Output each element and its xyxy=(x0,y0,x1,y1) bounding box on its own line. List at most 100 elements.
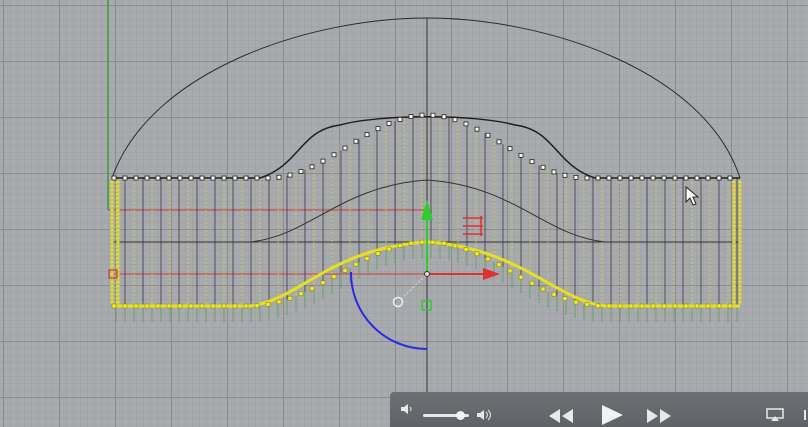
control-point[interactable] xyxy=(221,175,227,181)
edge-point[interactable] xyxy=(738,216,742,220)
edge-point[interactable] xyxy=(732,184,736,188)
control-point[interactable] xyxy=(441,241,447,246)
control-point[interactable] xyxy=(529,159,535,165)
gumball-plane-handle[interactable] xyxy=(463,216,483,236)
top-control-points[interactable] xyxy=(111,112,733,181)
edge-point[interactable] xyxy=(110,300,114,304)
edge-point[interactable] xyxy=(110,240,114,244)
edge-point[interactable] xyxy=(732,244,736,248)
edge-point[interactable] xyxy=(110,252,114,256)
edge-point[interactable] xyxy=(116,296,120,300)
control-point[interactable] xyxy=(573,299,579,305)
volume-slider-knob[interactable] xyxy=(455,411,465,420)
control-point[interactable] xyxy=(254,175,260,181)
edge-point[interactable] xyxy=(110,280,114,284)
control-point[interactable] xyxy=(606,303,612,309)
volume-high-icon[interactable] xyxy=(476,408,496,422)
control-point[interactable] xyxy=(331,274,337,279)
control-point[interactable] xyxy=(342,145,348,151)
edge-point[interactable] xyxy=(110,232,114,236)
edge-point[interactable] xyxy=(738,284,742,288)
control-point[interactable] xyxy=(672,175,678,181)
edge-point[interactable] xyxy=(738,196,742,200)
control-point[interactable] xyxy=(584,175,590,181)
edge-point[interactable] xyxy=(738,280,742,284)
edge-point[interactable] xyxy=(738,200,742,204)
control-point[interactable] xyxy=(628,303,634,309)
control-point[interactable] xyxy=(419,112,425,118)
control-point[interactable] xyxy=(617,303,623,309)
edge-point[interactable] xyxy=(732,228,736,232)
control-point[interactable] xyxy=(364,132,370,138)
edge-point[interactable] xyxy=(110,288,114,292)
edge-point[interactable] xyxy=(116,252,120,256)
edge-point[interactable] xyxy=(732,276,736,280)
edge-point[interactable] xyxy=(738,248,742,252)
edge-point[interactable] xyxy=(732,180,736,184)
gumball-origin[interactable] xyxy=(424,271,430,277)
control-point[interactable] xyxy=(287,295,293,301)
control-point[interactable] xyxy=(309,164,315,170)
edge-point[interactable] xyxy=(110,200,114,204)
edge-point[interactable] xyxy=(732,208,736,212)
control-point[interactable] xyxy=(518,274,524,280)
control-point[interactable] xyxy=(683,175,689,181)
edge-point[interactable] xyxy=(732,196,736,200)
edge-point[interactable] xyxy=(116,236,120,240)
control-point[interactable] xyxy=(606,175,612,181)
control-point[interactable] xyxy=(650,175,656,181)
edge-point[interactable] xyxy=(110,204,114,208)
edge-point[interactable] xyxy=(732,232,736,236)
edge-point[interactable] xyxy=(116,272,120,276)
control-point[interactable] xyxy=(705,303,711,309)
control-point[interactable] xyxy=(595,175,601,181)
edge-point[interactable] xyxy=(732,280,736,284)
control-point[interactable] xyxy=(694,175,700,181)
control-point[interactable] xyxy=(507,146,513,152)
control-point[interactable] xyxy=(496,262,502,268)
control-point[interactable] xyxy=(463,247,469,252)
control-point[interactable] xyxy=(232,175,238,181)
edge-point[interactable] xyxy=(110,244,114,248)
edge-point[interactable] xyxy=(116,292,120,296)
edge-point[interactable] xyxy=(116,280,120,284)
edge-point[interactable] xyxy=(738,204,742,208)
edge-point[interactable] xyxy=(732,284,736,288)
fullscreen-button[interactable] xyxy=(804,410,808,420)
control-point[interactable] xyxy=(650,303,656,309)
edge-point[interactable] xyxy=(116,276,120,280)
control-point[interactable] xyxy=(485,256,491,262)
edge-point[interactable] xyxy=(732,256,736,260)
control-point[interactable] xyxy=(331,152,337,158)
edge-point[interactable] xyxy=(110,260,114,264)
edge-point[interactable] xyxy=(732,236,736,240)
control-point[interactable] xyxy=(122,303,128,309)
control-point[interactable] xyxy=(210,303,216,309)
edge-point[interactable] xyxy=(738,296,742,300)
control-point[interactable] xyxy=(430,112,436,118)
edge-point[interactable] xyxy=(738,236,742,240)
control-point[interactable] xyxy=(628,175,634,181)
edge-point[interactable] xyxy=(732,216,736,220)
control-point[interactable] xyxy=(221,303,227,309)
edge-point[interactable] xyxy=(732,240,736,244)
edge-point[interactable] xyxy=(110,180,114,184)
edge-point[interactable] xyxy=(110,208,114,212)
edge-point[interactable] xyxy=(738,264,742,268)
edge-point[interactable] xyxy=(116,192,120,196)
edge-point[interactable] xyxy=(110,284,114,288)
control-point[interactable] xyxy=(166,303,172,309)
control-point[interactable] xyxy=(562,296,568,301)
edge-point[interactable] xyxy=(732,192,736,196)
airplay-icon[interactable] xyxy=(766,408,784,422)
edge-point[interactable] xyxy=(116,220,120,224)
control-point[interactable] xyxy=(144,175,150,181)
edge-point[interactable] xyxy=(110,292,114,296)
play-icon[interactable] xyxy=(600,404,624,426)
gumball-y-scale-handle[interactable] xyxy=(421,300,432,311)
edge-point[interactable] xyxy=(116,256,120,260)
edge-point[interactable] xyxy=(116,212,120,216)
control-point[interactable] xyxy=(683,303,689,309)
edge-point[interactable] xyxy=(732,200,736,204)
control-point[interactable] xyxy=(617,175,623,181)
